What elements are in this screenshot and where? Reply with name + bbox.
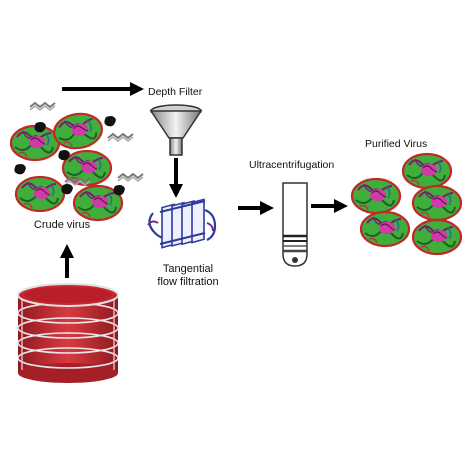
tangential-flow-cassette-icon: [147, 198, 217, 249]
depth-filter-label: Depth Filter: [148, 86, 203, 98]
funnel-icon: [149, 104, 203, 156]
debris-blob-icon: [14, 164, 26, 175]
arrow-icon: [311, 199, 348, 213]
arrow-icon: [60, 244, 74, 278]
virus-particle-icon: [14, 175, 66, 213]
virus-particle-icon: [359, 210, 411, 248]
debris-strand-icon: [107, 133, 134, 142]
purified-virus-cluster: [350, 152, 463, 256]
arrow-icon: [238, 201, 274, 215]
virus-particle-icon: [411, 184, 463, 222]
virus-particle-icon: [411, 218, 463, 256]
arrow-icon: [62, 82, 144, 96]
tangential-label-line1: Tangential: [162, 263, 214, 275]
virus-particle-icon: [9, 124, 61, 162]
virus-particle-icon: [401, 152, 453, 190]
tangential-label-line2: flow filtration: [157, 276, 219, 288]
debris-strand-icon: [117, 173, 144, 182]
centrifuge-tube-icon: [282, 182, 308, 267]
purified-virus-label: Purified Virus: [365, 138, 428, 150]
petri-dish-stack-icon: [17, 283, 119, 383]
arrow-icon: [169, 158, 183, 198]
debris-blob-icon: [104, 116, 116, 127]
virus-particle-icon: [350, 177, 402, 215]
debris-blob-icon: [113, 185, 125, 196]
ultracentrifugation-label: Ultracentrifugation: [249, 159, 335, 171]
debris-blob-icon: [61, 184, 73, 195]
debris-strand-icon: [29, 102, 56, 111]
crude-virus-cluster: [9, 102, 144, 222]
crude-virus-label: Crude virus: [33, 219, 91, 231]
